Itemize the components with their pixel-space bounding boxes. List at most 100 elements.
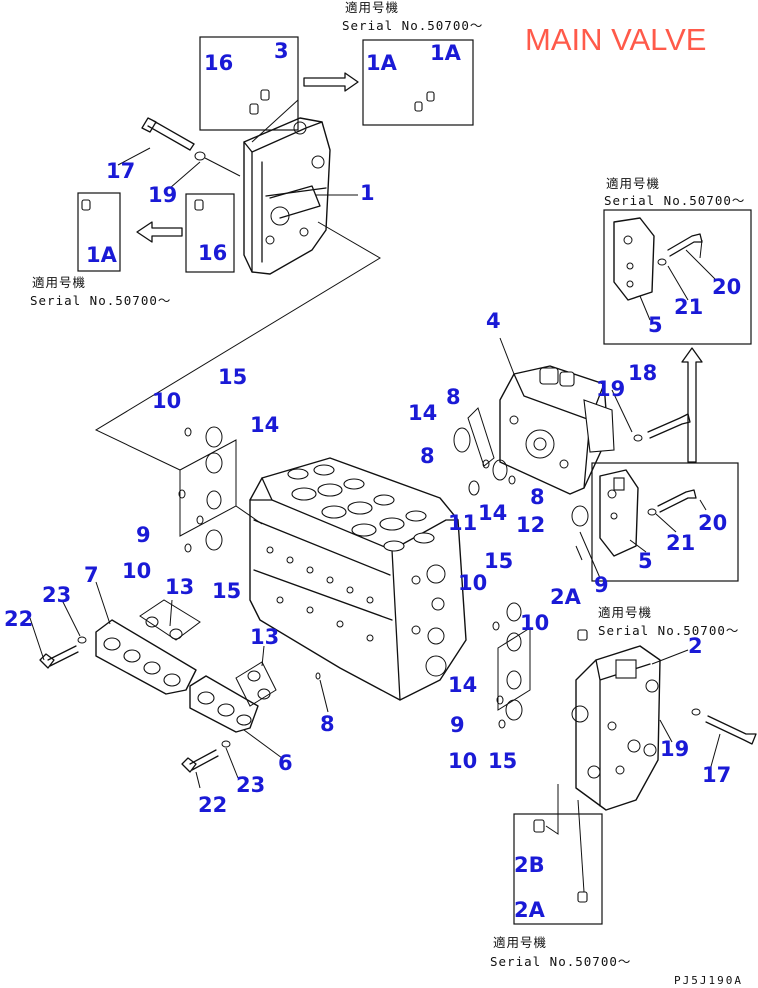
callout-5-lower: 5 <box>638 549 653 573</box>
bolt-22-bottom <box>181 749 219 773</box>
callout-16-top: 16 <box>204 51 233 75</box>
callout-13-b: 13 <box>250 625 279 649</box>
callout-10-d: 10 <box>520 611 549 635</box>
plug-2a-top <box>577 629 588 641</box>
seal-9-right <box>575 531 601 579</box>
callout-labels: 1 1A 1A 1A 2 2A 2A 2B 3 4 5 5 6 7 8 8 8 … <box>4 39 741 922</box>
serial-note-left: Serial No.50700～ <box>30 293 171 308</box>
diagram-title: MAIN VALVE <box>525 22 706 57</box>
assembly-line-left <box>94 221 381 471</box>
serial-box-part5 <box>603 209 752 345</box>
serial-box-1a-left <box>77 192 121 272</box>
callout-16-left: 16 <box>198 241 227 265</box>
washer-21-lower <box>647 508 657 516</box>
callout-10-a: 10 <box>152 389 181 413</box>
detail-box-part5-lower <box>591 462 739 582</box>
part-4-block <box>499 365 615 495</box>
plug-16-top <box>249 103 259 115</box>
seal-12 <box>571 505 589 527</box>
callout-8-d: 8 <box>320 712 335 736</box>
bolt-17-top <box>141 117 195 151</box>
callout-9-right: 9 <box>594 573 609 597</box>
plug-1a-right <box>426 91 435 102</box>
arrow-up-icon <box>681 347 703 463</box>
callout-21-upper: 21 <box>674 295 703 319</box>
washer-23-bottom <box>221 740 231 748</box>
callout-21-lower: 21 <box>666 531 695 555</box>
callout-4: 4 <box>486 309 501 333</box>
seal-13-groups <box>139 599 277 707</box>
callout-14-a: 14 <box>250 413 279 437</box>
callout-1: 1 <box>360 181 375 205</box>
callout-13-a: 13 <box>165 575 194 599</box>
arrow-right-icon <box>303 72 359 92</box>
leader-2b <box>545 784 559 835</box>
plug-2b <box>533 819 545 833</box>
serial-header-right: 適用号機 <box>606 176 660 191</box>
callout-15-c: 15 <box>484 549 513 573</box>
seal-group-left <box>178 426 263 553</box>
serial-header-bottom: 適用号機 <box>493 935 547 950</box>
detail-box-16-3 <box>199 36 299 131</box>
serial-note-bottom: Serial No.50700～ <box>490 954 631 969</box>
callout-15-a: 15 <box>218 365 247 389</box>
part-6-block <box>189 675 259 733</box>
callout-10-b: 10 <box>122 559 151 583</box>
bolt-22-left <box>39 645 79 669</box>
callout-5-upper: 5 <box>648 313 663 337</box>
callout-17-right: 17 <box>702 763 731 787</box>
washer-19-bottom <box>691 708 701 716</box>
callout-14-c: 14 <box>478 501 507 525</box>
bolt-20-upper <box>667 233 703 257</box>
callout-23-left: 23 <box>42 583 71 607</box>
serial-header-top: 適用号機 <box>345 0 399 15</box>
part-1-end-section <box>243 117 331 275</box>
washer-19-top <box>194 151 206 161</box>
serial-note-top: Serial No.50700～ <box>342 18 483 33</box>
callout-2a-top: 2A <box>550 585 582 609</box>
leader-2a <box>577 799 585 893</box>
callout-11: 11 <box>448 511 477 535</box>
callout-2a-bottom: 2A <box>514 898 546 922</box>
leader-lines <box>29 147 721 789</box>
plug-1a-left <box>414 101 423 112</box>
callout-9-left: 9 <box>136 523 151 547</box>
part-5-upper <box>613 217 655 301</box>
washer-19-right <box>633 434 643 442</box>
callout-3: 3 <box>274 39 289 63</box>
callout-22-left: 22 <box>4 607 33 631</box>
bolt-18 <box>647 413 691 439</box>
drawing-code: PJ5J190A <box>674 974 743 987</box>
serial-box-1a-top <box>362 39 474 126</box>
plug-1a-left-box <box>81 199 91 211</box>
callout-19-top: 19 <box>148 183 177 207</box>
callout-6: 6 <box>278 751 293 775</box>
main-valve-body <box>249 457 467 701</box>
callout-7: 7 <box>84 563 99 587</box>
serial-header-left: 適用号機 <box>32 275 86 290</box>
callout-15-d: 15 <box>488 749 517 773</box>
callout-20-lower: 20 <box>698 511 727 535</box>
callout-23-bottom: 23 <box>236 773 265 797</box>
oring-8-bottom <box>315 672 321 680</box>
callout-14-b: 14 <box>408 401 437 425</box>
plug-2a-bottom <box>577 891 588 903</box>
washer-21-upper <box>657 258 667 266</box>
callout-1a-top-left: 1A <box>366 51 398 75</box>
washer-23-left <box>77 636 87 644</box>
plug-3 <box>260 89 270 101</box>
callout-18: 18 <box>628 361 657 385</box>
part-5-lower <box>599 469 639 557</box>
serial-note-mid: Serial No.50700～ <box>598 623 739 638</box>
detail-box-16-left <box>185 193 235 273</box>
callout-1a-left: 1A <box>86 243 118 267</box>
bolt-17-right <box>705 715 757 745</box>
callout-17-top: 17 <box>106 159 135 183</box>
seal-group-right-upper <box>453 407 516 496</box>
callout-2: 2 <box>688 634 703 658</box>
callout-10-e: 10 <box>448 749 477 773</box>
callout-22-bottom: 22 <box>198 793 227 817</box>
callout-9-lower: 9 <box>450 713 465 737</box>
callout-8-c: 8 <box>530 485 545 509</box>
